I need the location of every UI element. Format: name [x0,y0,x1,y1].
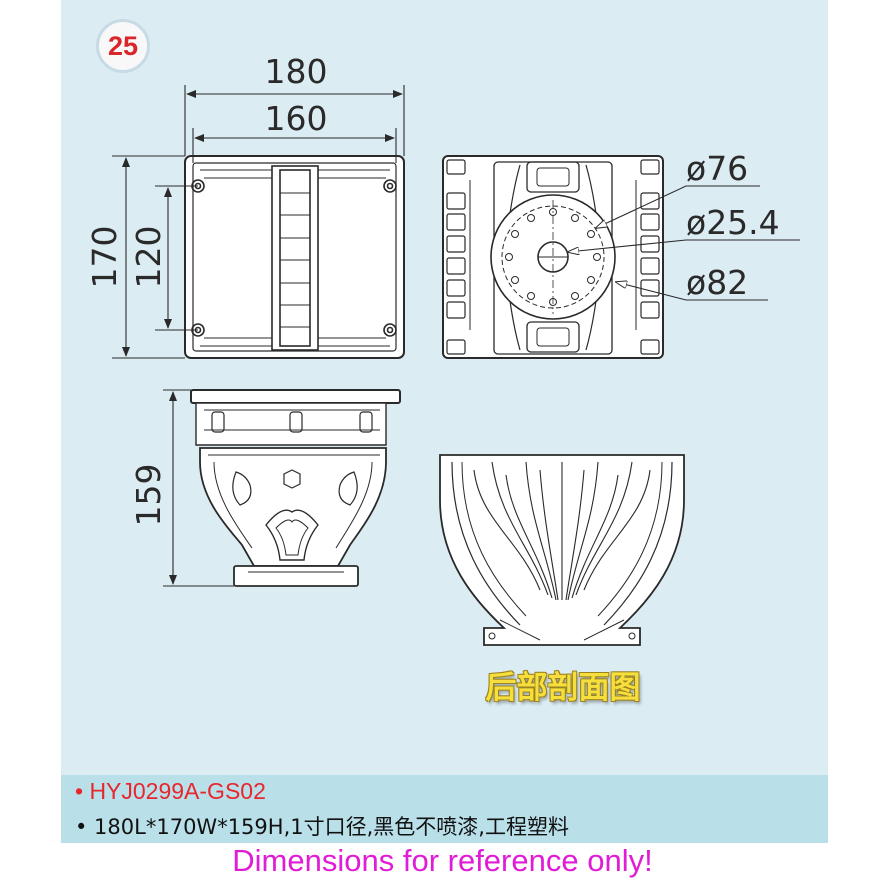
rear-view [442,155,664,359]
dim-dia-throat: ø25.4 [686,203,780,242]
dim-height-outer: 170 [85,226,124,289]
dim-width-inner: 160 [265,99,328,138]
dim-height-inner: 120 [129,226,168,289]
horn-fins [473,461,651,601]
side-ribs-right [640,159,660,355]
dimension-lines-side [163,389,234,587]
dim-dia-outer: ø76 [686,149,748,188]
section-caption: 后部剖面图 [485,670,641,706]
dim-depth: 159 [129,464,168,527]
front-view [184,155,405,359]
page-number-badge: 25 [96,19,150,73]
product-info-band: • HYJ0299A-GS02 • 180L*170W*159H,1寸口径,黑色… [61,775,828,843]
dim-width-outer: 180 [265,52,328,91]
model-number: • HYJ0299A-GS02 [75,778,266,804]
leader-lines [568,185,800,301]
drawing-sheet [61,0,828,775]
product-spec: • 180L*170W*159H,1寸口径,黑色不喷漆,工程塑料 [75,815,569,839]
dim-dia-bolt: ø82 [686,263,748,302]
side-ribs-left [446,159,466,355]
disclaimer: Dimensions for reference only! [232,843,653,878]
rear-section-view [439,454,685,646]
side-view [190,389,401,587]
dimension-lines-front [112,85,405,359]
